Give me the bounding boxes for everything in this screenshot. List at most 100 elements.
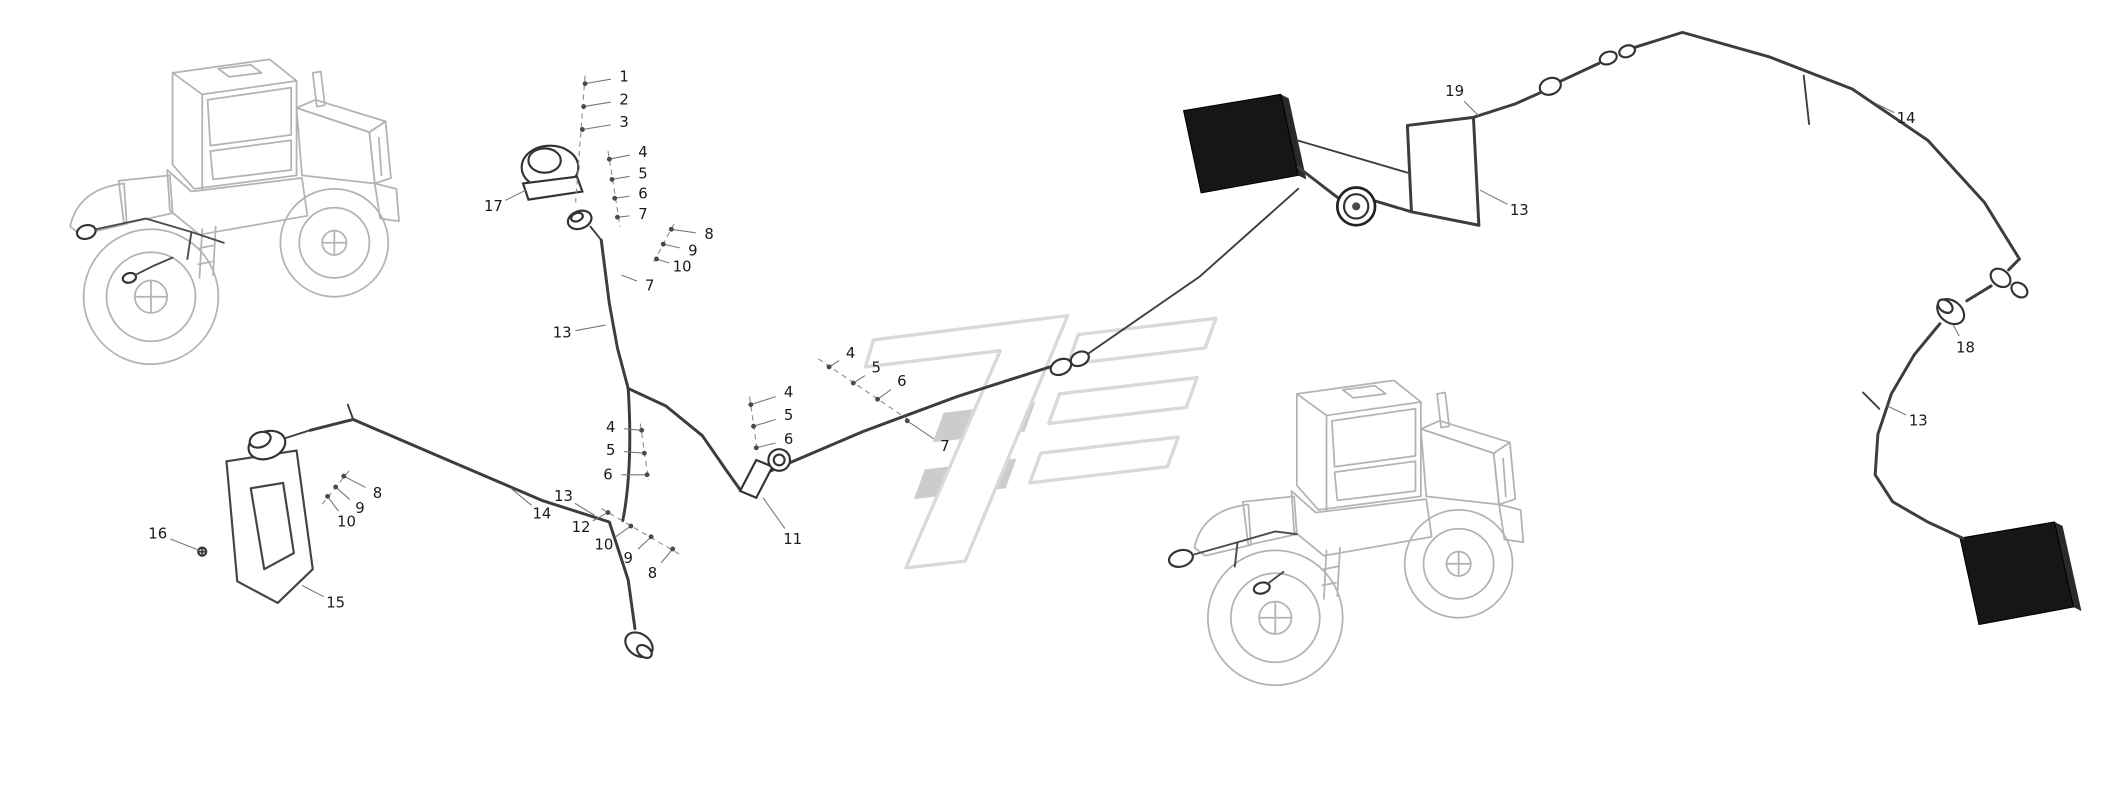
- callout-11-leader: [762, 497, 786, 529]
- rear-side-lamp: [1936, 298, 1966, 326]
- callout-18-leader: [1952, 324, 1960, 337]
- callout-4: 4: [638, 144, 647, 161]
- fastener-dot: [826, 364, 832, 370]
- fastener-dot: [753, 445, 759, 451]
- harness-rear: [1295, 30, 2021, 540]
- mud-flap-bottom: [1959, 521, 2082, 626]
- callout-9: 9: [623, 550, 632, 567]
- callout-6: 6: [897, 373, 906, 390]
- fastener-dot: [579, 127, 585, 132]
- callout-10: 10: [337, 513, 356, 530]
- callout-4: 4: [846, 345, 855, 362]
- callout-8: 8: [373, 485, 382, 502]
- callout-13-leader: [1479, 189, 1508, 205]
- callout-8-leader: [671, 228, 696, 234]
- callout-15-leader: [301, 584, 324, 598]
- callout-9-leader: [335, 486, 351, 500]
- callout-7: 7: [940, 438, 949, 455]
- callout-17-leader: [505, 189, 526, 201]
- tractor-left-harness-overlay: [75, 217, 225, 284]
- fastener-dot: [582, 81, 588, 87]
- callout-14: 14: [532, 505, 551, 522]
- fastener-dot: [751, 423, 757, 429]
- fastener-dot: [670, 546, 676, 552]
- callout-13-leader: [574, 502, 595, 516]
- callout-4-leader: [750, 396, 776, 406]
- callout-8: 8: [648, 565, 657, 582]
- callout-19-leader: [1463, 100, 1480, 117]
- callout-16-leader: [170, 538, 200, 551]
- callout-6-leader: [756, 442, 776, 449]
- front-end-connector: [624, 631, 654, 659]
- bracket-lamp: [247, 429, 312, 461]
- callout-1-leader: [584, 78, 611, 85]
- callout-6: 6: [784, 431, 793, 448]
- callout-12-leader: [592, 512, 609, 522]
- assembly-axes: [320, 75, 911, 557]
- callout-4: 4: [784, 384, 793, 401]
- callout-6-leader: [614, 195, 630, 199]
- callout-4: 4: [606, 419, 615, 436]
- rear-connectors: [1538, 44, 2029, 299]
- callout-3-leader: [582, 124, 611, 131]
- harness-front: [308, 187, 1300, 631]
- callout-5: 5: [606, 442, 615, 459]
- fastener-dot: [341, 473, 347, 479]
- fastener-dot: [668, 226, 674, 232]
- fastener-dot: [581, 104, 587, 109]
- callout-1: 1: [619, 68, 628, 85]
- callout-5-leader: [624, 451, 645, 454]
- callout-17: 17: [484, 198, 503, 215]
- fastener-dot: [606, 156, 612, 162]
- fastener-dot: [614, 214, 620, 220]
- callout-8-leader: [660, 548, 674, 564]
- beacon-side-lamp: [566, 209, 603, 242]
- callout-4-leader: [609, 154, 630, 160]
- callout-7-leader: [906, 420, 935, 440]
- callout-19: 19: [1445, 83, 1464, 100]
- callout-10-leader: [327, 496, 339, 512]
- callout-5: 5: [784, 407, 793, 424]
- callout-8-leader: [343, 475, 366, 488]
- fastener-dot: [850, 380, 856, 386]
- callout-13-leader: [1887, 405, 1907, 416]
- fastener-dot: [325, 493, 331, 499]
- callout-2-leader: [583, 101, 611, 108]
- fastener-dot: [641, 450, 647, 456]
- fastener-dot: [612, 195, 618, 201]
- mounting-bracket: [225, 449, 314, 605]
- callout-12: 12: [572, 519, 591, 536]
- fastener-dot: [605, 510, 611, 515]
- bracket-screw: [197, 546, 208, 557]
- callout-10: 10: [595, 536, 614, 553]
- callout-14-leader: [1876, 103, 1895, 114]
- callout-2: 2: [619, 91, 628, 108]
- callout-14: 14: [1897, 110, 1916, 127]
- callout-13-leader: [575, 324, 606, 332]
- callout-layer: 1234567891017713456456456711121098131489…: [148, 68, 1975, 611]
- fastener-dot: [875, 396, 881, 402]
- callout-4-leader: [624, 428, 642, 431]
- callout-16: 16: [148, 526, 167, 543]
- center-connector: [1049, 350, 1090, 377]
- callout-5-leader: [753, 418, 776, 427]
- callout-8: 8: [704, 226, 713, 243]
- fastener-dot: [333, 484, 339, 490]
- fastener-dot: [748, 402, 754, 408]
- callout-15: 15: [326, 594, 345, 611]
- callout-13: 13: [1510, 202, 1529, 219]
- callout-10-leader: [614, 525, 632, 538]
- tractor-right-illustration: [1193, 379, 1525, 687]
- callout-7: 7: [638, 206, 647, 223]
- fastener-dot: [644, 472, 650, 478]
- callout-9: 9: [688, 242, 697, 259]
- fastener-dot: [654, 256, 659, 262]
- callout-18: 18: [1956, 339, 1975, 356]
- callout-13: 13: [1909, 412, 1928, 429]
- callout-5-leader: [611, 175, 630, 180]
- callout-5: 5: [638, 165, 647, 182]
- beacon-lamp: [520, 144, 584, 201]
- callout-5: 5: [872, 360, 881, 377]
